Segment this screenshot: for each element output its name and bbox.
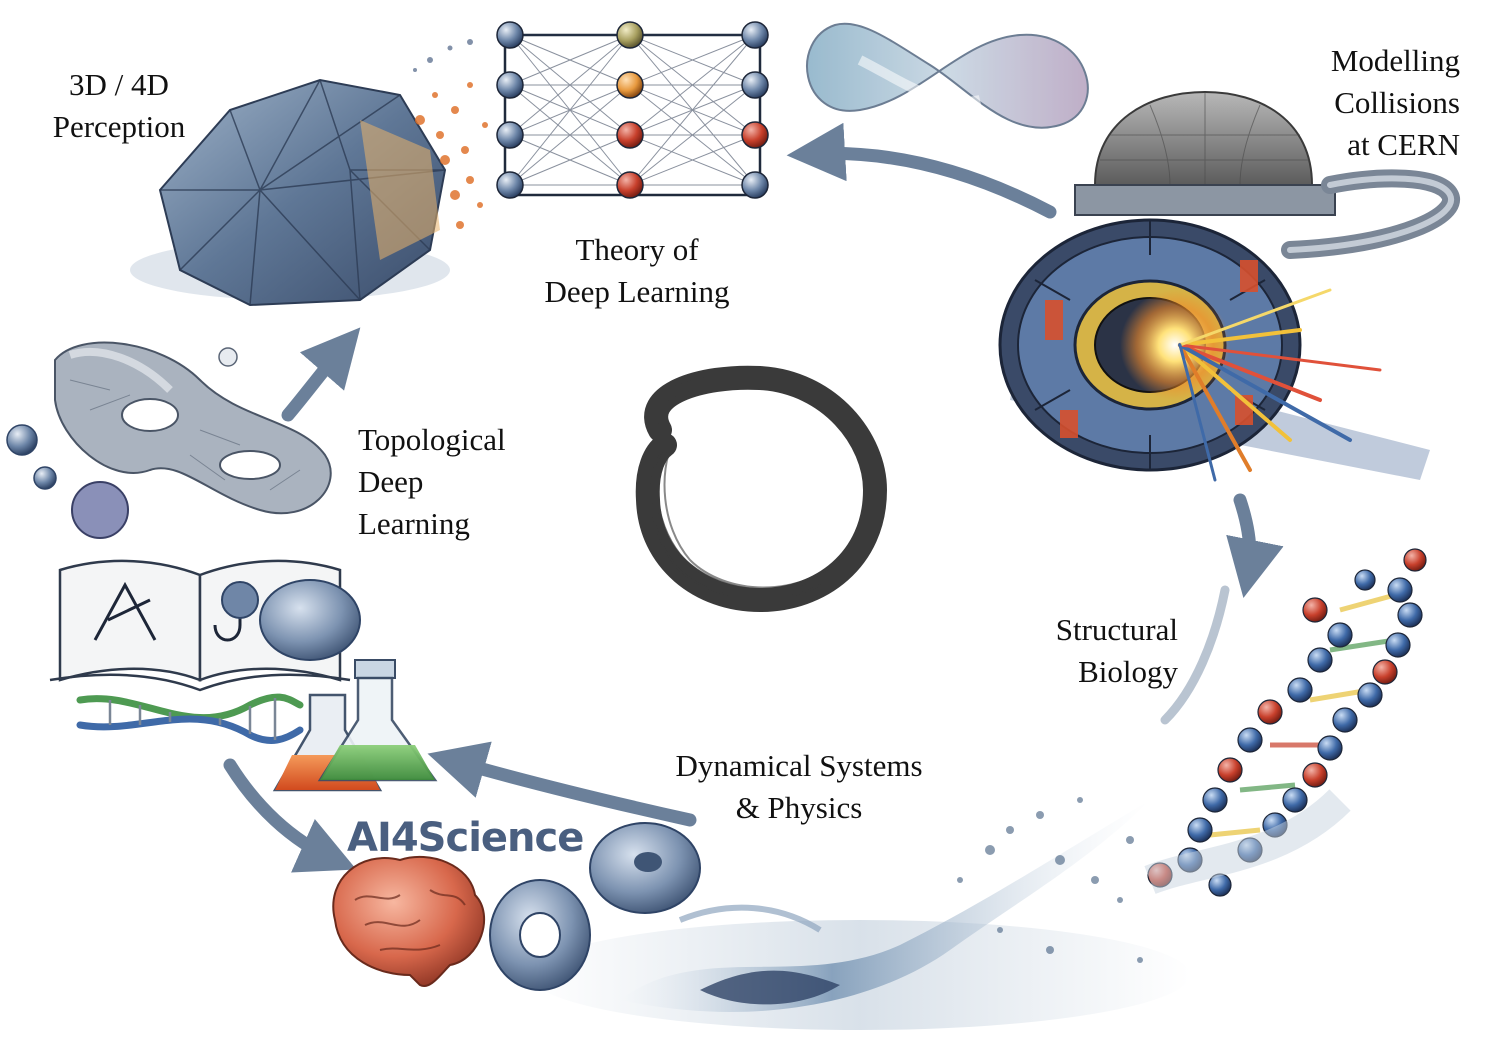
label-line: Perception — [52, 109, 186, 144]
water-splash-icon — [530, 797, 1190, 1030]
arrow-biology-curve — [1160, 585, 1230, 725]
flask-icon — [272, 659, 438, 792]
arrow-cern-to-biology — [1226, 493, 1284, 598]
label-line: Theory of — [575, 232, 699, 267]
label-line: Biology — [1078, 654, 1178, 689]
label-ai4science: AI4Science — [347, 815, 584, 861]
label-theory-of-deep-learning: Theory of Deep Learning — [522, 229, 752, 313]
torus-icon — [489, 822, 701, 991]
label-line: 3D / 4D — [69, 67, 169, 102]
label-topological-deep-learning: Topological Deep Learning — [358, 419, 506, 545]
infinity-ribbon-icon — [806, 22, 1089, 129]
label-line: Deep Learning — [544, 274, 730, 309]
particle-detector-icon — [998, 90, 1460, 482]
cycle-arrows — [223, 122, 1284, 873]
label-3d-4d-perception: 3D / 4D Perception — [34, 64, 204, 148]
label-dynamical-systems-physics: Dynamical Systems & Physics — [654, 745, 944, 829]
arrow-cern-to-theory — [786, 122, 1057, 219]
topological-surface-icon — [6, 341, 332, 539]
brain-icon — [332, 855, 485, 987]
book-icon — [49, 559, 361, 744]
label-modelling-collisions-at-cern: Modelling Collisions at CERN — [1300, 40, 1460, 166]
neural-network-icon — [496, 21, 769, 199]
label-line: Structural — [1055, 612, 1178, 647]
label-line: Deep — [358, 464, 424, 499]
label-line: Dynamical Systems — [675, 748, 923, 783]
label-line: Learning — [358, 506, 470, 541]
label-line: Modelling — [1330, 43, 1460, 78]
polyhedral-mesh-icon — [130, 39, 488, 307]
enso-circle-icon — [635, 365, 888, 613]
label-line: at CERN — [1347, 127, 1460, 162]
label-line: Collisions — [1334, 85, 1460, 120]
label-line: Topological — [358, 422, 506, 457]
arrow-topology-to-mesh — [281, 327, 361, 422]
arrow-book-to-ai4science — [223, 758, 357, 873]
label-structural-biology: Structural Biology — [1020, 609, 1178, 693]
label-line: & Physics — [735, 790, 863, 825]
arrow-physics-to-flask — [427, 741, 697, 827]
